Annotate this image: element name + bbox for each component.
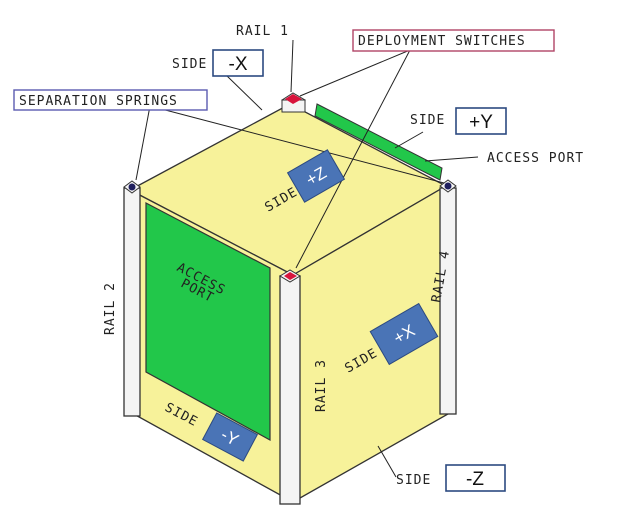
deployment-switches-box xyxy=(352,29,555,52)
side-minus-z-word: SIDE xyxy=(396,473,431,488)
side-minus-x-value: -X xyxy=(229,54,248,75)
rail-1-label: RAIL 1 xyxy=(236,24,289,39)
side-minus-x-box xyxy=(212,49,264,77)
rail-2-label: RAIL 2 xyxy=(103,282,118,335)
separation-spring-rail-4 xyxy=(444,182,452,190)
side-plus-y-word: SIDE xyxy=(410,113,445,128)
separation-spring-rail-2 xyxy=(128,183,136,191)
rail-3-label: RAIL 3 xyxy=(314,359,329,412)
deployment-switches-label: DEPLOYMENT SWITCHES xyxy=(358,34,526,49)
side-minus-x-word: SIDE xyxy=(172,57,207,72)
side-plus-z-tag: +Z xyxy=(286,149,346,203)
side-minus-z-box xyxy=(445,464,506,492)
deployment-switch-rail-1 xyxy=(285,94,302,104)
side-plus-y-value: +Y xyxy=(469,112,493,133)
side-plus-x-tag: +X xyxy=(369,302,439,366)
side-minus-y-value: -Y xyxy=(218,425,242,450)
rail-3-post xyxy=(279,275,301,505)
deployment-switch-rail-3 xyxy=(284,272,297,280)
access-port-panel-left xyxy=(145,202,271,442)
access-port-panel-back xyxy=(314,103,443,181)
leader-lines xyxy=(135,39,479,478)
rail-2-post xyxy=(123,187,141,417)
side-minus-z-value: -Z xyxy=(466,469,484,490)
separation-springs-box xyxy=(13,89,208,111)
access-port-label: ACCESS PORT xyxy=(487,151,584,166)
separation-springs-label: SEPARATION SPRINGS xyxy=(19,94,178,109)
side-plus-y-box xyxy=(455,107,507,135)
side-minus-y-tag: -Y xyxy=(201,412,259,462)
